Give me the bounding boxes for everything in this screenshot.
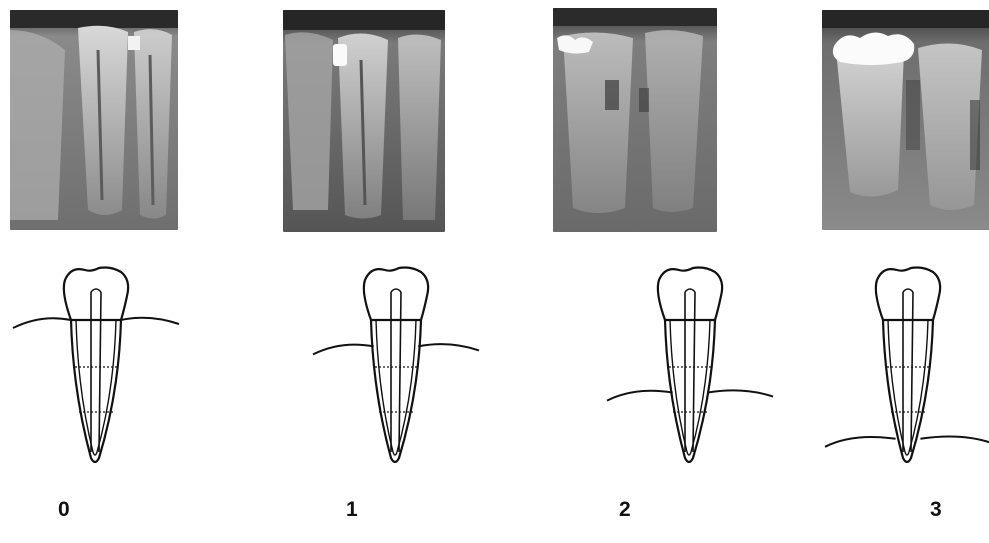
root-inner-outline <box>670 320 710 455</box>
stage-2-panel: 2 <box>542 0 782 543</box>
stage-3-panel: 3 <box>812 0 989 543</box>
bone-level-line <box>607 390 773 400</box>
stage-3-radiograph <box>822 10 989 230</box>
stage-0-radiograph <box>10 10 178 230</box>
root-inner-outline <box>888 320 928 455</box>
crown-outline <box>64 268 128 321</box>
bone-level-line <box>825 437 989 447</box>
stage-0-tooth-diagram <box>28 262 178 472</box>
stage-0-label: 0 <box>58 498 70 522</box>
root-outline <box>883 320 933 462</box>
stage-3-tooth-diagram <box>840 262 989 472</box>
stage-1-panel: 1 <box>272 0 512 543</box>
pulp-canal <box>391 289 401 452</box>
crown-outline <box>364 268 428 321</box>
stage-2-radiograph <box>553 8 717 232</box>
root-outline <box>371 320 421 462</box>
root-outline <box>665 320 715 462</box>
pulp-canal <box>903 289 913 452</box>
root-outline <box>71 320 121 462</box>
stage-2-tooth-diagram <box>570 262 720 472</box>
stage-0-panel: 0 <box>0 0 240 543</box>
stage-1-radiograph <box>283 10 445 232</box>
root-inner-outline <box>376 320 416 455</box>
pulp-canal <box>685 289 695 452</box>
pulp-canal <box>91 289 101 452</box>
crown-outline <box>876 268 940 321</box>
root-inner-outline <box>76 320 116 455</box>
stage-3-label: 3 <box>930 498 942 522</box>
crown-outline <box>658 268 722 321</box>
stage-1-label: 1 <box>346 498 358 522</box>
bone-level-line <box>313 344 479 354</box>
stage-2-label: 2 <box>619 498 631 522</box>
stage-1-tooth-diagram <box>300 262 450 472</box>
